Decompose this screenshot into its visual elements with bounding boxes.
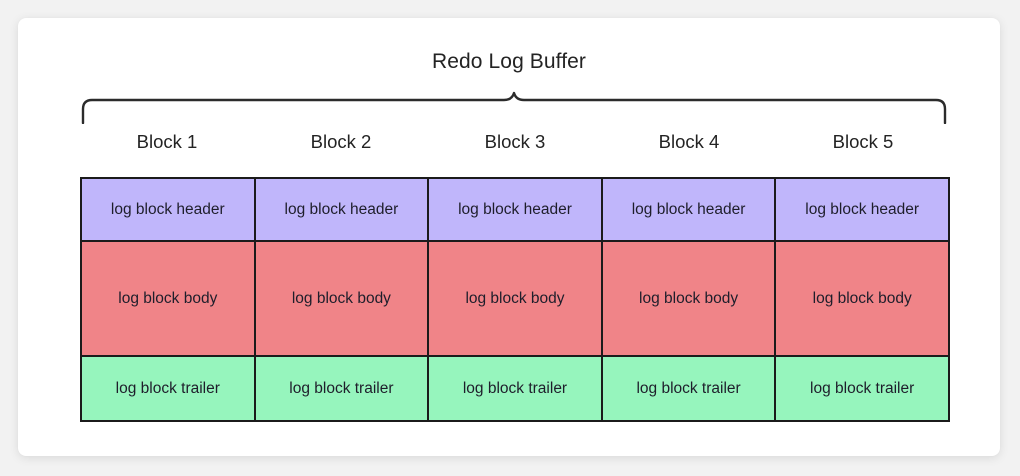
block-label-2: Block 2 — [310, 131, 372, 152]
block-label-5: Block 5 — [832, 131, 894, 152]
cell-trailer-block-1: log block trailer — [82, 357, 254, 420]
cell-header-block-1: log block header — [82, 179, 254, 240]
table-row-log-block-header: log block header log block header log bl… — [82, 179, 948, 240]
block-label-3: Block 3 — [484, 131, 546, 152]
page-title: Redo Log Buffer — [431, 50, 587, 73]
table-row-log-block-trailer: log block trailer log block trailer log … — [82, 355, 948, 420]
cell-body-block-4: log block body — [600, 242, 775, 355]
cell-body-block-1: log block body — [82, 242, 254, 355]
cell-trailer-block-3: log block trailer — [427, 357, 601, 420]
cell-trailer-block-2: log block trailer — [253, 357, 428, 420]
cell-body-block-2: log block body — [253, 242, 428, 355]
cell-body-block-3: log block body — [427, 242, 601, 355]
cell-header-block-2: log block header — [253, 179, 428, 240]
table-row-log-block-body: log block body log block body log block … — [82, 240, 948, 355]
redo-log-buffer-diagram: Redo Log Buffer Block 1 Block 2 Block 3 … — [18, 18, 1000, 456]
cell-header-block-4: log block header — [600, 179, 775, 240]
curly-brace-icon — [81, 91, 947, 124]
block-label-row: Block 1 Block 2 Block 3 Block 4 Block 5 — [80, 122, 950, 162]
cell-body-block-5: log block body — [774, 242, 948, 355]
log-block-table: log block header log block header log bl… — [80, 177, 950, 422]
cell-trailer-block-4: log block trailer — [600, 357, 775, 420]
cell-trailer-block-5: log block trailer — [774, 357, 948, 420]
cell-header-block-3: log block header — [427, 179, 601, 240]
block-label-4: Block 4 — [658, 131, 720, 152]
diagram-card: Redo Log Buffer Block 1 Block 2 Block 3 … — [18, 18, 1000, 456]
cell-header-block-5: log block header — [774, 179, 948, 240]
block-label-1: Block 1 — [136, 131, 198, 152]
